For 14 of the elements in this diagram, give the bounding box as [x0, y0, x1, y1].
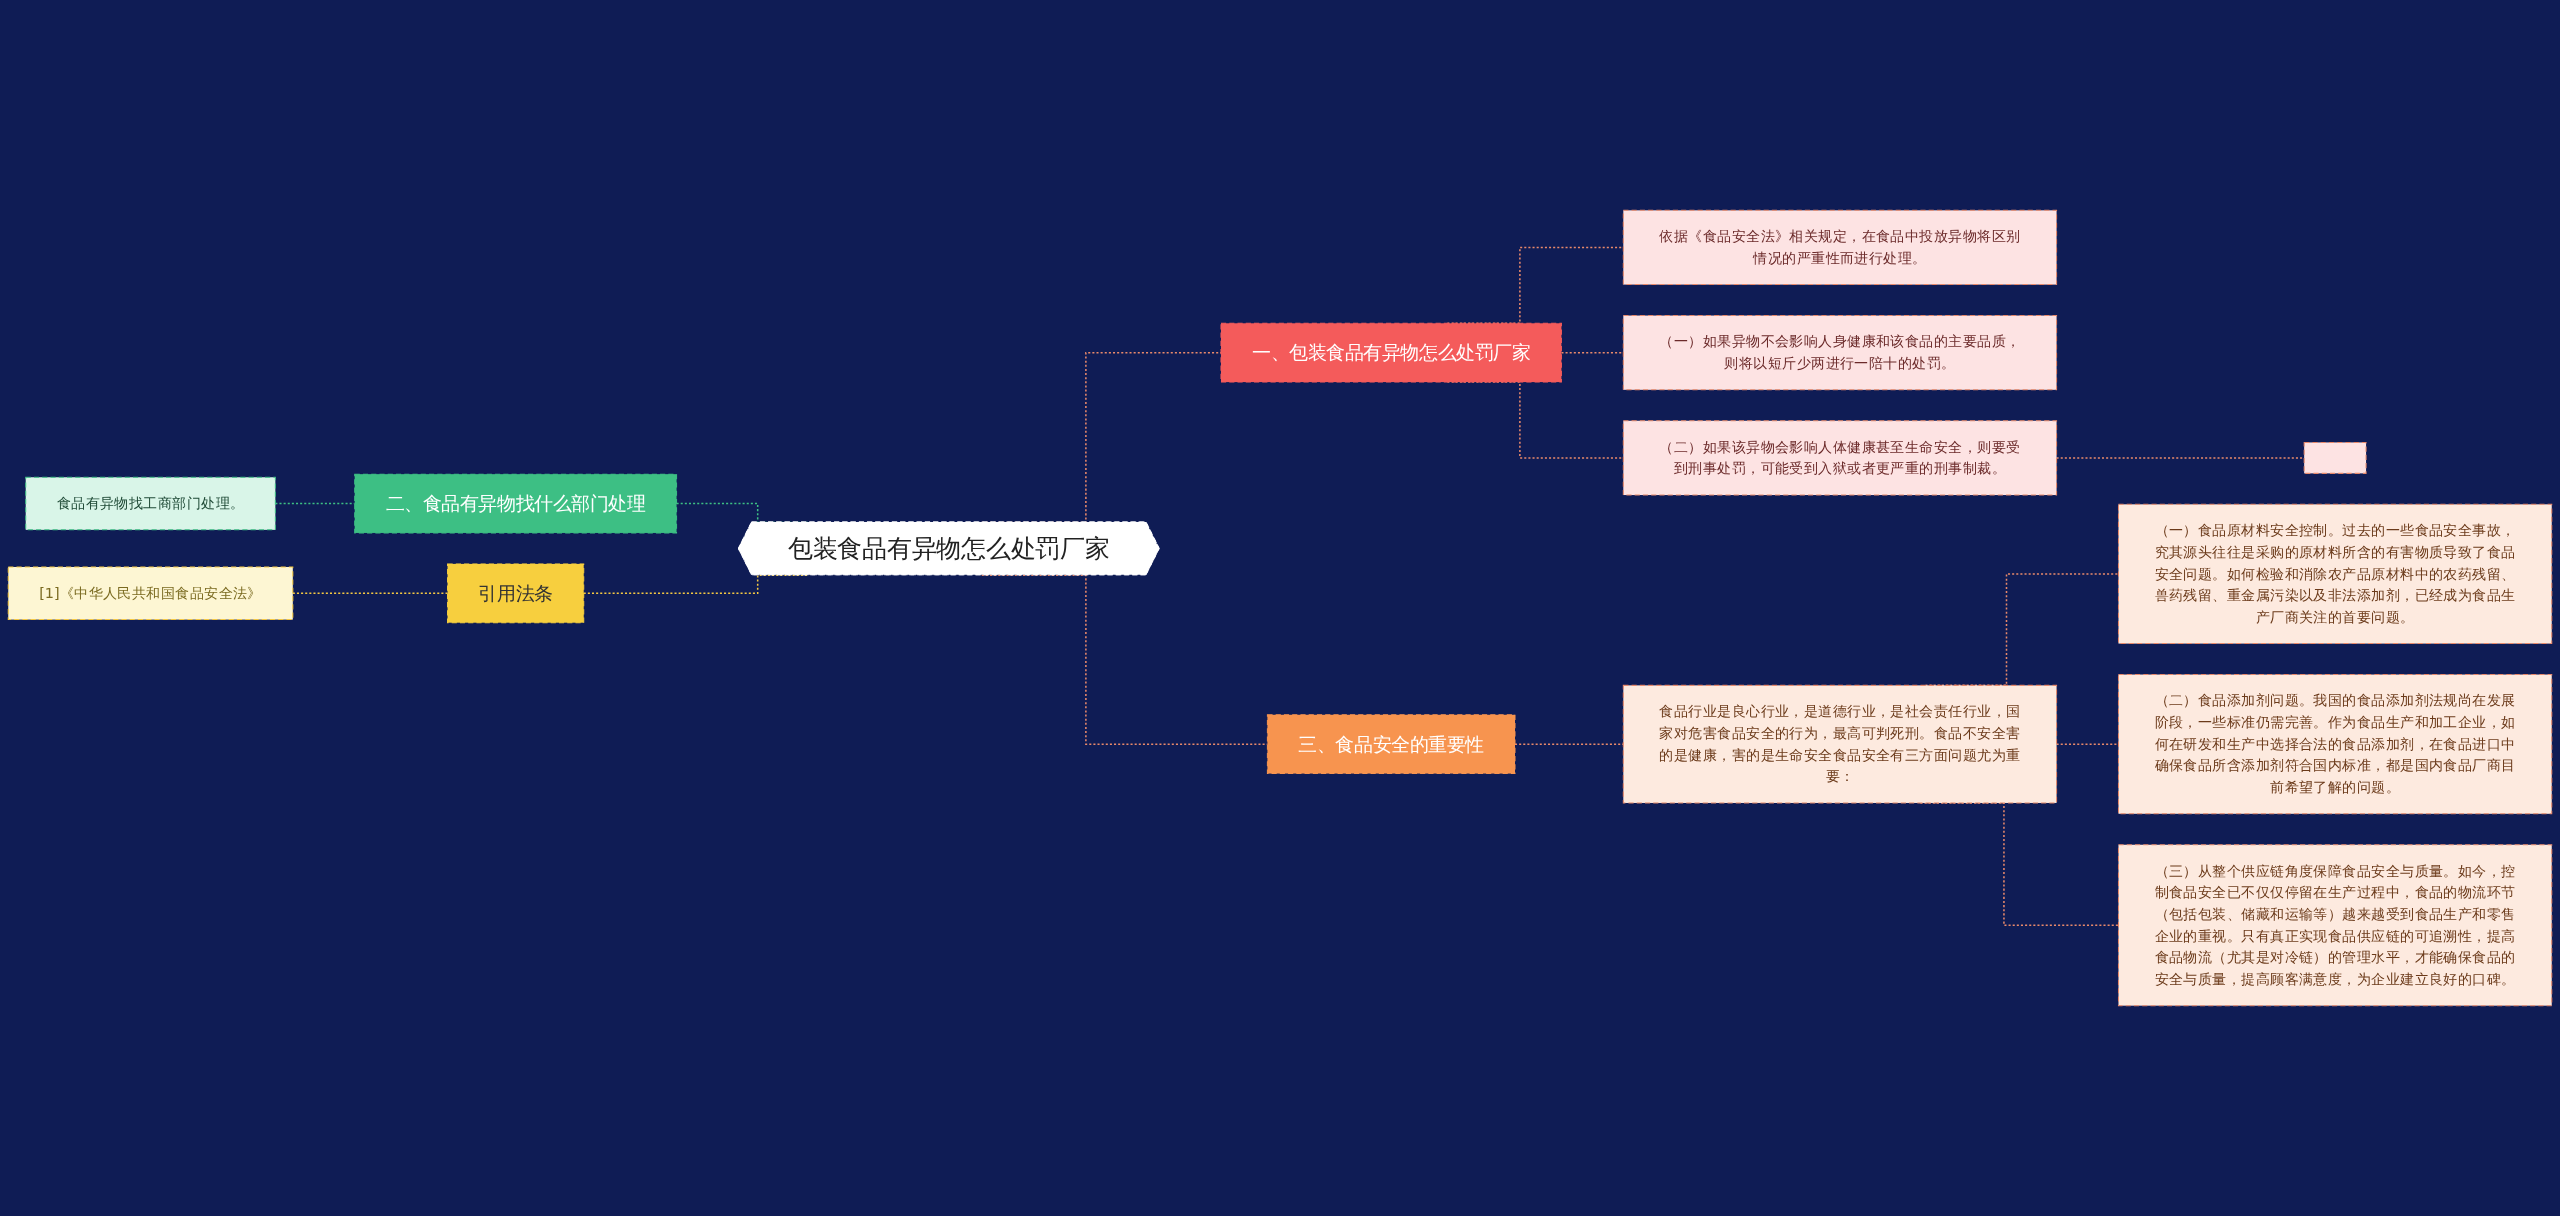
node-box [354, 473, 678, 534]
node-box [2117, 674, 2553, 815]
node-box [1220, 322, 1562, 383]
node-box [7, 566, 294, 621]
node-box [2117, 503, 2553, 645]
node-box [1622, 209, 2058, 286]
node-box [1266, 714, 1516, 775]
node-box [447, 563, 585, 624]
node-box [1622, 684, 2058, 804]
node-box [1622, 315, 2058, 391]
node-box [25, 476, 276, 531]
node-box [2117, 844, 2553, 1007]
node-box [2303, 441, 2367, 474]
node-box [1622, 420, 2058, 496]
